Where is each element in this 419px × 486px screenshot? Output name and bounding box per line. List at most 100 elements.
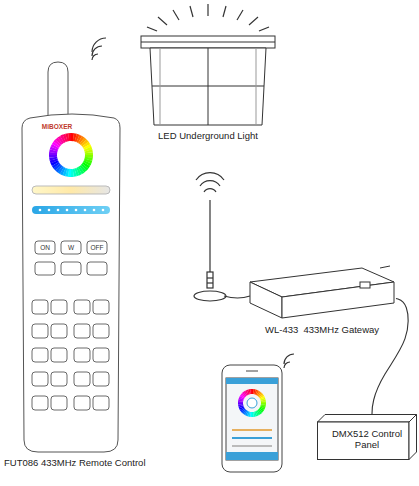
remote-buttons-part bbox=[32, 348, 48, 362]
underground-light-part bbox=[141, 36, 275, 48]
radio-waves bbox=[92, 38, 294, 368]
smartphone-part bbox=[222, 365, 282, 472]
remote-buttons-part bbox=[51, 372, 67, 386]
remote-buttons-part bbox=[35, 241, 55, 254]
remote-control bbox=[22, 62, 120, 452]
gateway-antenna-part bbox=[207, 277, 213, 278]
figure-caption: LED Underground Light bbox=[158, 131, 258, 142]
button-label: OFF bbox=[91, 245, 104, 252]
light-rays-part bbox=[237, 10, 243, 20]
light-rays-part bbox=[147, 27, 157, 31]
figure-caption: WL-433 433MHz Gateway bbox=[265, 325, 379, 336]
underground-light-part bbox=[141, 42, 275, 43]
smartphone-part bbox=[232, 437, 272, 439]
brightness-dots-part bbox=[48, 209, 51, 212]
button-label: W bbox=[68, 245, 74, 252]
gateway-box-part bbox=[250, 282, 282, 318]
phone-color-ring-part bbox=[261, 401, 266, 403]
light-rays-part bbox=[223, 6, 226, 17]
remote-buttons-part bbox=[32, 300, 48, 314]
brightness-dots-part bbox=[66, 209, 69, 212]
remote-buttons-part bbox=[74, 396, 90, 410]
brand-logo: MiBOXER bbox=[42, 124, 72, 131]
radio-waves-part bbox=[200, 181, 220, 186]
gateway-antenna bbox=[194, 200, 250, 301]
light-rays-part bbox=[158, 17, 167, 25]
remote-buttons-part bbox=[74, 348, 90, 362]
underground-light-part bbox=[160, 48, 161, 125]
remote-figure: FUT086 433MHz Remote Control bbox=[22, 62, 122, 453]
underground-light-part bbox=[152, 86, 264, 87]
remote-buttons-part bbox=[32, 396, 48, 410]
brightness-dots-part bbox=[75, 209, 78, 212]
remote-buttons-part bbox=[51, 324, 67, 338]
light-rays bbox=[147, 4, 269, 31]
cable-connector bbox=[372, 298, 408, 416]
underground-light-part bbox=[256, 48, 257, 125]
remote-control-part bbox=[22, 114, 120, 452]
remote-buttons-part bbox=[61, 262, 81, 275]
gateway-box-part bbox=[282, 282, 394, 318]
remote-buttons-part bbox=[87, 262, 107, 275]
brightness-dots-part bbox=[93, 209, 96, 212]
smartphone bbox=[222, 365, 282, 472]
smartphone-part bbox=[226, 378, 278, 460]
radio-waves-part bbox=[196, 173, 224, 180]
remote-buttons-part bbox=[93, 348, 109, 362]
light-figure: LED Underground Light bbox=[140, 34, 276, 126]
remote-buttons-part bbox=[51, 348, 67, 362]
color-ring-part bbox=[85, 152, 93, 155]
color-ring-part bbox=[71, 169, 74, 177]
remote-buttons-part bbox=[61, 241, 81, 254]
brightness-dots-part bbox=[57, 209, 60, 212]
remote-buttons-part bbox=[35, 262, 55, 275]
light-rays-part bbox=[249, 17, 258, 25]
gateway-box bbox=[250, 266, 394, 318]
brightness-dots-part bbox=[39, 209, 42, 212]
smartphone-part bbox=[232, 445, 272, 447]
light-rays-part bbox=[173, 10, 179, 20]
panel-top bbox=[318, 415, 417, 423]
gateway-antenna-part bbox=[224, 296, 250, 298]
color-ring-part bbox=[68, 133, 71, 141]
gateway-box-part bbox=[360, 282, 370, 288]
color-ring bbox=[49, 133, 93, 177]
remote-buttons-part bbox=[93, 372, 109, 386]
smartphone-part bbox=[246, 371, 258, 372]
radio-waves-part bbox=[284, 354, 294, 364]
phone-color-ring-part bbox=[238, 403, 243, 405]
gateway-antenna-part bbox=[194, 291, 226, 301]
panel-side bbox=[409, 415, 417, 460]
remote-control-part bbox=[48, 62, 68, 120]
phone-color-ring bbox=[238, 389, 266, 417]
radio-waves-part bbox=[204, 189, 216, 192]
brightness-dots-part bbox=[102, 209, 105, 212]
smartphone-part bbox=[226, 452, 278, 460]
phone-color-ring-part bbox=[250, 389, 252, 394]
remote-buttons-part bbox=[32, 372, 48, 386]
phone-color-ring-part bbox=[252, 412, 254, 417]
light-rays-part bbox=[207, 4, 208, 16]
remote-buttons-part bbox=[93, 300, 109, 314]
underground-light-part bbox=[150, 48, 266, 125]
radio-waves-part bbox=[92, 46, 102, 56]
remote-buttons bbox=[32, 241, 109, 410]
smartphone-part bbox=[226, 378, 278, 384]
remote-buttons-part bbox=[87, 241, 107, 254]
brightness-dots-part bbox=[84, 209, 87, 212]
figure-caption: FUT086 433MHz Remote Control bbox=[4, 458, 146, 469]
remote-buttons-part bbox=[74, 300, 90, 314]
radio-waves-part bbox=[92, 54, 98, 60]
panel-label: DMX512 Control Panel bbox=[317, 429, 417, 451]
light-rays-part bbox=[190, 6, 193, 17]
gateway-box-part bbox=[380, 266, 390, 268]
gateway-antenna-part bbox=[209, 200, 210, 272]
remote-buttons-part bbox=[74, 324, 90, 338]
gateway-figure: WL-433 433MHz Gateway bbox=[248, 266, 396, 320]
remote-buttons-part bbox=[93, 324, 109, 338]
gateway-antenna-part bbox=[207, 272, 213, 288]
light-rays-part bbox=[259, 27, 269, 31]
